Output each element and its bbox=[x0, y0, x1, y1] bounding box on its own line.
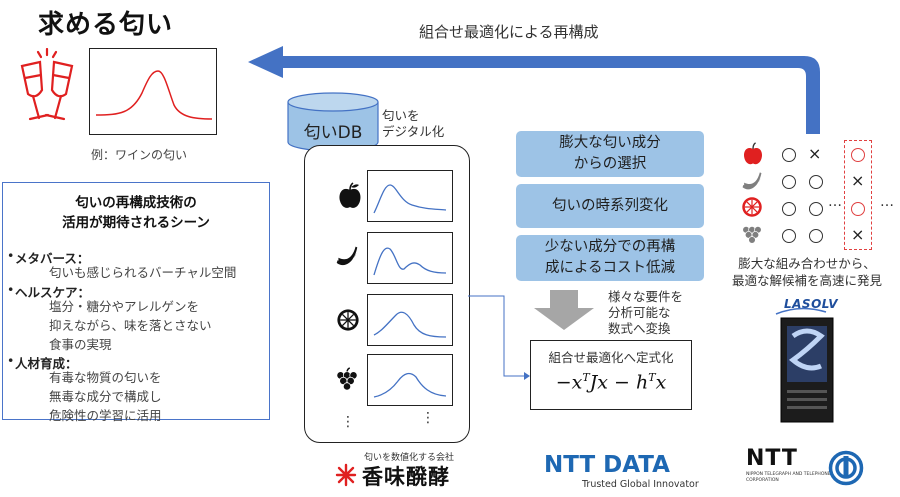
apple-chart bbox=[367, 170, 453, 222]
grid-circle bbox=[782, 148, 796, 162]
more-dots-left: ⋮ bbox=[341, 414, 355, 430]
komi-tagline: 匂いを数値化する会社 bbox=[364, 453, 455, 463]
grid-circle bbox=[782, 175, 796, 189]
champagne-glasses-icon bbox=[20, 48, 74, 121]
wine-caption: 例：ワインの匂い bbox=[91, 148, 188, 162]
formula-box: 組合せ最適化へ定式化 −xTJx − hTx bbox=[530, 340, 692, 410]
ntt-mark-icon bbox=[828, 450, 864, 486]
komi-hakko-logo-mark bbox=[335, 463, 357, 487]
scenes-title: 匂いの再構成技術の 活用が期待されるシーン bbox=[62, 195, 210, 231]
formula-label: 組合せ最適化へ定式化 bbox=[548, 350, 674, 365]
orange-icon bbox=[337, 309, 359, 331]
grid-circle bbox=[809, 202, 823, 216]
scene-healthcare-line2: 抑えながら、味を落とさない bbox=[49, 318, 212, 333]
lasolv-logo: LASOLV bbox=[784, 297, 839, 311]
formula-expression: −xTJx − hTx bbox=[555, 371, 667, 394]
orange-chart bbox=[367, 294, 453, 346]
grid-cross: × bbox=[808, 144, 822, 163]
use-case-scenes-box: 匂いの再構成技術の 活用が期待されるシーン メタバース： 匂いも感じられるバーチ… bbox=[2, 182, 270, 423]
scene-training-line1: 有毒な物質の匂いを bbox=[49, 370, 162, 385]
apple-red-icon bbox=[743, 142, 763, 165]
grid-circle bbox=[782, 202, 796, 216]
down-arrow bbox=[534, 290, 594, 330]
db-label: 匂いDB bbox=[303, 123, 363, 143]
grid-cross: × bbox=[851, 225, 865, 244]
banana-icon bbox=[336, 246, 358, 266]
grid-cross: × bbox=[851, 171, 865, 190]
selected-solution-column bbox=[844, 140, 872, 250]
solver-caption: 膨大な組み合わせから、 最適な解候補を高速に発見 bbox=[731, 256, 882, 288]
convert-note: 様々な要件を 分析可能な 数式へ変換 bbox=[608, 289, 684, 336]
arrow-label: 組合せ最適化による再構成 bbox=[419, 23, 599, 41]
scene-healthcare-line3: 食事の実現 bbox=[49, 337, 112, 352]
nttdata-logo: NTT DATA bbox=[544, 452, 670, 478]
ntt-tagline: NIPPON TELEGRAPH AND TELEPHONE CORPORATI… bbox=[746, 472, 831, 483]
wine-odor-chart bbox=[89, 48, 217, 135]
apple-icon bbox=[339, 182, 361, 208]
scene-training-line3: 危険性の学習に活用 bbox=[49, 408, 162, 423]
scene-training-line2: 無毒な成分で構成し bbox=[49, 389, 162, 404]
wine-odor-curve bbox=[95, 70, 213, 120]
database-icon bbox=[287, 92, 379, 152]
grid-circle bbox=[809, 229, 823, 243]
more-dots-right: ⋮ bbox=[421, 410, 435, 426]
odor-db-panel: ⋮ ⋮ bbox=[304, 145, 470, 443]
page-title: 求める匂い bbox=[38, 10, 174, 40]
banana-chart bbox=[367, 232, 453, 284]
scene-metaverse-head: メタバース： bbox=[7, 248, 89, 267]
banana-gray-icon bbox=[742, 172, 762, 190]
solution-grid: × … × × … bbox=[736, 140, 896, 250]
grid-ellipsis: … bbox=[880, 194, 894, 210]
scene-training-head: 人材育成： bbox=[7, 353, 77, 372]
scene-healthcare-line1: 塩分・糖分やアレルゲンを bbox=[49, 299, 200, 314]
ntt-logo: NTT bbox=[746, 446, 798, 471]
grape-gray-icon bbox=[742, 226, 762, 244]
komi-hakko-logo: 香味醗酵 bbox=[362, 465, 450, 489]
nttdata-tagline: Trusted Global Innovator bbox=[582, 479, 699, 490]
grid-circle-selected bbox=[851, 148, 865, 162]
lasolv-machine-icon bbox=[780, 317, 834, 423]
grid-circle bbox=[782, 229, 796, 243]
grid-circle-selected bbox=[851, 202, 865, 216]
feature-box-timeseries: 匂いの時系列変化 bbox=[516, 184, 704, 228]
feature-box-cost: 少ない成分での再構成によるコスト低減 bbox=[516, 235, 704, 281]
grape-icon bbox=[336, 367, 358, 391]
grid-circle bbox=[809, 175, 823, 189]
feature-box-selection: 膨大な匂い成分からの選択 bbox=[516, 131, 704, 177]
grid-ellipsis: … bbox=[828, 194, 842, 210]
scene-metaverse-line: 匂いも感じられるバーチャル空間 bbox=[49, 265, 237, 280]
lasolv-swoosh-icon bbox=[775, 307, 827, 315]
orange-red-icon bbox=[742, 197, 762, 217]
grape-chart bbox=[367, 354, 453, 406]
digitize-note: 匂いを デジタル化 bbox=[382, 108, 445, 139]
scene-healthcare-head: ヘルスケア： bbox=[7, 282, 90, 301]
